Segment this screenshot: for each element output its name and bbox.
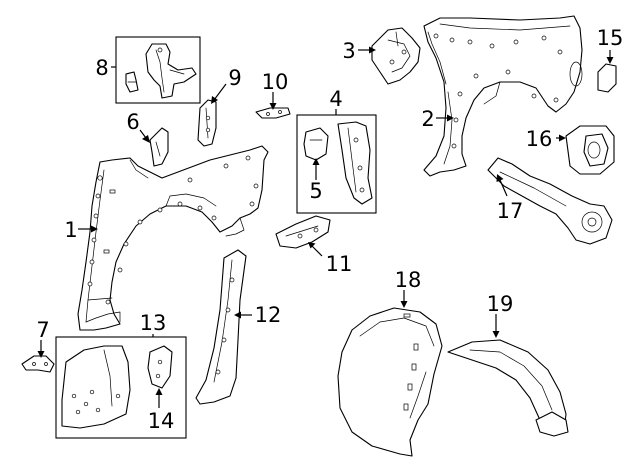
- callout-2: 2: [421, 107, 434, 131]
- callout-15: 15: [597, 26, 624, 50]
- part-7-clip: [21, 355, 55, 373]
- callout-numbers: 1 2 3 4 5 6 7 8 9 10 11 12 13 14 15 16 1…: [36, 26, 623, 433]
- part-12-pillar: [195, 249, 247, 405]
- callout-18: 18: [395, 268, 422, 292]
- callout-3: 3: [342, 39, 355, 63]
- part-19-liner-extension: [447, 339, 569, 437]
- part-15-fuel-door: [597, 63, 617, 93]
- part-16-fuel-pocket: [565, 125, 615, 175]
- callout-8: 8: [95, 56, 108, 80]
- callout-7: 7: [36, 318, 49, 342]
- part-14-bracket: [147, 345, 173, 389]
- part-2-quarter-outer-panel: [423, 15, 583, 177]
- callout-17: 17: [497, 199, 524, 223]
- callout-10: 10: [262, 70, 289, 94]
- part-13-extension: [61, 345, 131, 429]
- callout-5: 5: [309, 179, 322, 203]
- callout-4: 4: [329, 87, 342, 111]
- callout-12: 12: [255, 303, 282, 327]
- callout-11: 11: [326, 252, 353, 276]
- part-10-clip: [255, 107, 291, 119]
- part-13-group-box: [55, 336, 187, 439]
- part-3-bracket: [371, 27, 421, 85]
- callout-1: 1: [64, 218, 77, 242]
- part-9-pillar-bracket: [197, 99, 217, 147]
- part-1-quarter-inner-panel: [77, 145, 269, 331]
- part-8-bracket: [125, 43, 197, 99]
- part-5-bracket: [303, 127, 329, 161]
- callout-13: 13: [140, 311, 167, 335]
- callout-6: 6: [126, 110, 139, 134]
- callout-14: 14: [148, 409, 175, 433]
- part-4-reinforcement: [337, 121, 373, 205]
- part-11-brace: [275, 215, 331, 249]
- part-17-filler-pipe: [487, 157, 613, 245]
- callout-19: 19: [487, 292, 514, 316]
- leader-lines: [37, 46, 614, 408]
- part-6-bracket: [149, 127, 169, 167]
- part-18-wheelhouse-liner: [337, 307, 443, 457]
- part-8-group-box: [115, 36, 201, 104]
- callout-16: 16: [526, 127, 553, 151]
- callout-9: 9: [228, 66, 241, 90]
